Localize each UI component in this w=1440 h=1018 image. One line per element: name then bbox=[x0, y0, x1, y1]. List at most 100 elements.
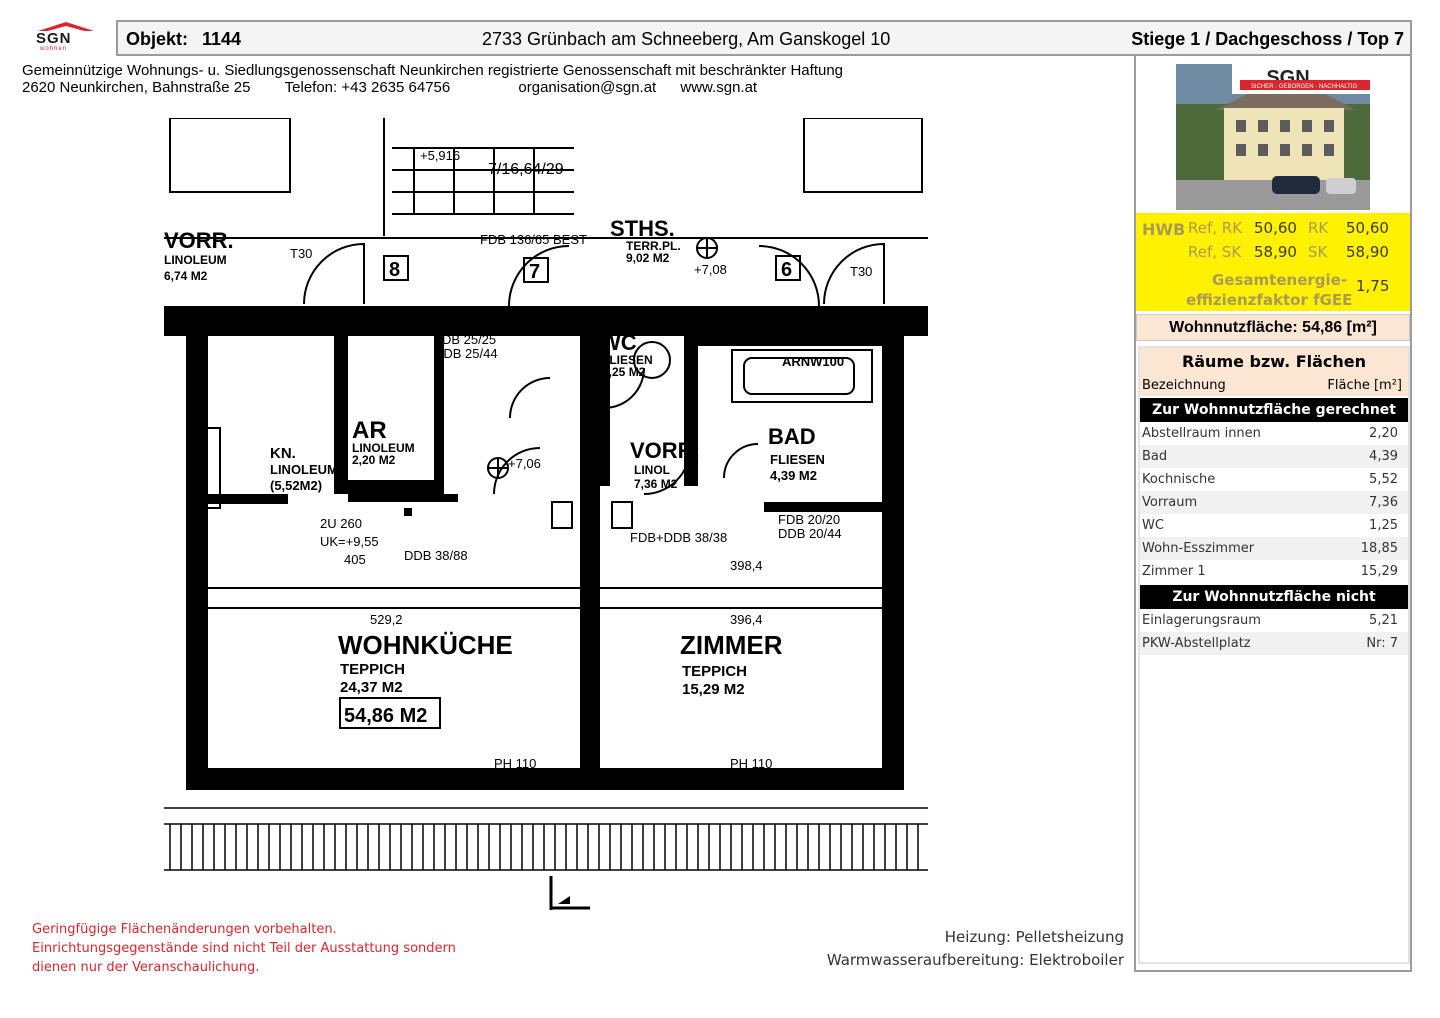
fgee-value: 1,75 bbox=[1356, 277, 1390, 295]
col-name: Bezeichnung bbox=[1142, 378, 1226, 393]
header-bar: Objekt: 1144 2733 Grünbach am Schneeberg… bbox=[116, 20, 1412, 56]
svg-text:DDB 25/44: DDB 25/44 bbox=[434, 346, 498, 361]
disclaimer: Geringfügige Flächenänderungen vorbehalt… bbox=[32, 922, 456, 975]
organisation-street: 2620 Neunkirchen, Bahnstraße 25 bbox=[22, 79, 251, 96]
svg-text:SICHER · GEBORGEN · NACHHALTIG: SICHER · GEBORGEN · NACHHALTIG bbox=[1251, 84, 1358, 90]
svg-text:1,25 M2: 1,25 M2 bbox=[602, 365, 646, 379]
svg-text:2U 260: 2U 260 bbox=[320, 516, 362, 531]
svg-text:LINOLEUM: LINOLEUM bbox=[164, 253, 227, 267]
section-counted: Zur Wohnnutzfläche gerechnet bbox=[1140, 398, 1408, 422]
floor-plan: WOHNKÜCHE TEPPICH 24,37 M2 54,86 M2 ZIMM… bbox=[164, 118, 928, 876]
col-area: Fläche [m²] bbox=[1327, 378, 1402, 393]
label-wohnkueche: WOHNKÜCHE bbox=[338, 630, 513, 660]
svg-text:529,2: 529,2 bbox=[370, 612, 403, 627]
svg-text:4,39 M2: 4,39 M2 bbox=[770, 468, 817, 483]
svg-text:FDB+DDB 38/38: FDB+DDB 38/38 bbox=[630, 530, 727, 545]
svg-text:DDB 20/44: DDB 20/44 bbox=[778, 526, 842, 541]
ref-rk-value: 50,60 bbox=[1254, 219, 1297, 237]
unit-label: Stiege 1 / Dachgeschoss / Top 7 bbox=[1131, 29, 1404, 49]
svg-text:7,36 M2: 7,36 M2 bbox=[634, 477, 678, 491]
svg-text:FDB 25/25: FDB 25/25 bbox=[434, 332, 496, 347]
label-kn: KN. bbox=[270, 445, 296, 462]
svg-text:7/16,64/29: 7/16,64/29 bbox=[488, 161, 564, 178]
organisation-web[interactable]: www.sgn.at bbox=[680, 79, 758, 96]
svg-text:LINOLEUM: LINOLEUM bbox=[270, 462, 338, 477]
svg-text:DDB 38/88: DDB 38/88 bbox=[404, 548, 468, 563]
svg-text:(5,52M2): (5,52M2) bbox=[270, 478, 322, 493]
svg-text:396,4: 396,4 bbox=[730, 612, 763, 627]
svg-text:TEPPICH: TEPPICH bbox=[682, 663, 747, 680]
svg-text:9,02 M2: 9,02 M2 bbox=[626, 251, 670, 265]
north-arrow-icon bbox=[549, 876, 590, 910]
sgn-logo: SGN wohnen bbox=[32, 22, 100, 52]
svg-text:FDB 20/20: FDB 20/20 bbox=[778, 512, 840, 527]
info-panel bbox=[1134, 56, 1412, 972]
svg-text:+7,08: +7,08 bbox=[694, 262, 727, 277]
svg-text:PH 110: PH 110 bbox=[494, 756, 536, 771]
svg-text:TERR.PL.: TERR.PL. bbox=[626, 239, 681, 253]
svg-text:FDB 136/65 BEST: FDB 136/65 BEST bbox=[480, 232, 587, 247]
svg-text:LINOL: LINOL bbox=[634, 463, 670, 477]
rk-value: 50,60 bbox=[1346, 219, 1389, 237]
logo-word: SGN bbox=[36, 30, 72, 47]
svg-text:ARNW100: ARNW100 bbox=[782, 354, 844, 369]
svg-text:T30: T30 bbox=[850, 264, 872, 279]
svg-text:15,29 M2: 15,29 M2 bbox=[682, 681, 745, 698]
svg-text:UK=+9,55: UK=+9,55 bbox=[320, 534, 379, 549]
heating-info: Heizung: Pelletsheizung Warmwasseraufber… bbox=[827, 926, 1124, 972]
svg-text:6: 6 bbox=[781, 259, 792, 281]
label-ar: AR bbox=[352, 417, 387, 444]
svg-text:LINOLEUM: LINOLEUM bbox=[352, 441, 415, 455]
label-vorraum: VORR. bbox=[630, 438, 700, 463]
label-vorraum-left: VORR. bbox=[164, 228, 234, 253]
organisation-email[interactable]: organisation@sgn.at bbox=[518, 79, 657, 96]
svg-text:FLIESEN: FLIESEN bbox=[770, 452, 825, 467]
label-zimmer: ZIMMER bbox=[680, 630, 783, 660]
rooms-title: Räume bzw. Flächen bbox=[1140, 348, 1408, 376]
object-label: Objekt: bbox=[126, 29, 189, 49]
heating-type: Heizung: Pelletsheizung bbox=[944, 928, 1124, 946]
svg-text:24,37 M2: 24,37 M2 bbox=[340, 679, 403, 696]
living-area: Wohnnutzfläche: 54,86 [m²] bbox=[1136, 314, 1410, 341]
organisation-name: Gemeinnützige Wohnungs- u. Siedlungsgeno… bbox=[22, 62, 844, 79]
logo-sub: wohnen bbox=[40, 46, 68, 52]
svg-text:PH 110: PH 110 bbox=[730, 756, 772, 771]
label-sths: STHS. bbox=[610, 216, 675, 241]
svg-text:405: 405 bbox=[344, 552, 366, 567]
svg-text:398,4: 398,4 bbox=[730, 558, 763, 573]
hwb-label: HWB bbox=[1142, 220, 1186, 239]
object-number: 1144 bbox=[202, 29, 242, 49]
section-not-counted: Zur Wohnnutzfläche nicht gerechnet bbox=[1140, 585, 1408, 629]
label-total-area: 54,86 M2 bbox=[344, 705, 427, 727]
sk-value: 58,90 bbox=[1346, 243, 1389, 261]
svg-text:+5,916: +5,916 bbox=[420, 148, 460, 163]
svg-text:+7,06: +7,06 bbox=[508, 456, 541, 471]
organisation-phone: Telefon: +43 2635 64756 bbox=[284, 79, 451, 96]
svg-text:6,74 M2: 6,74 M2 bbox=[164, 269, 208, 283]
organisation-info: Gemeinnützige Wohnungs- u. Siedlungsgeno… bbox=[22, 62, 843, 96]
svg-text:FLIESEN: FLIESEN bbox=[602, 353, 653, 367]
svg-text:T30: T30 bbox=[290, 246, 312, 261]
svg-text:2,20 M2: 2,20 M2 bbox=[352, 453, 396, 467]
object-address: 2733 Grünbach am Schneeberg, Am Ganskoge… bbox=[482, 29, 891, 49]
svg-text:8: 8 bbox=[389, 259, 400, 281]
rooms-table: Räume bzw. Flächen Bezeichnung Fläche [m… bbox=[1138, 346, 1410, 964]
label-bad: BAD bbox=[768, 424, 816, 449]
svg-text:TEPPICH: TEPPICH bbox=[340, 661, 405, 678]
label-wc: WC bbox=[600, 330, 637, 355]
ref-sk-value: 58,90 bbox=[1254, 243, 1297, 261]
hot-water-type: Warmwasseraufbereitung: Elektroboiler bbox=[826, 951, 1124, 969]
building-photo: SGN SICHER · GEBORGEN · NACHHALTIG bbox=[1176, 64, 1370, 210]
svg-text:7: 7 bbox=[529, 261, 540, 283]
